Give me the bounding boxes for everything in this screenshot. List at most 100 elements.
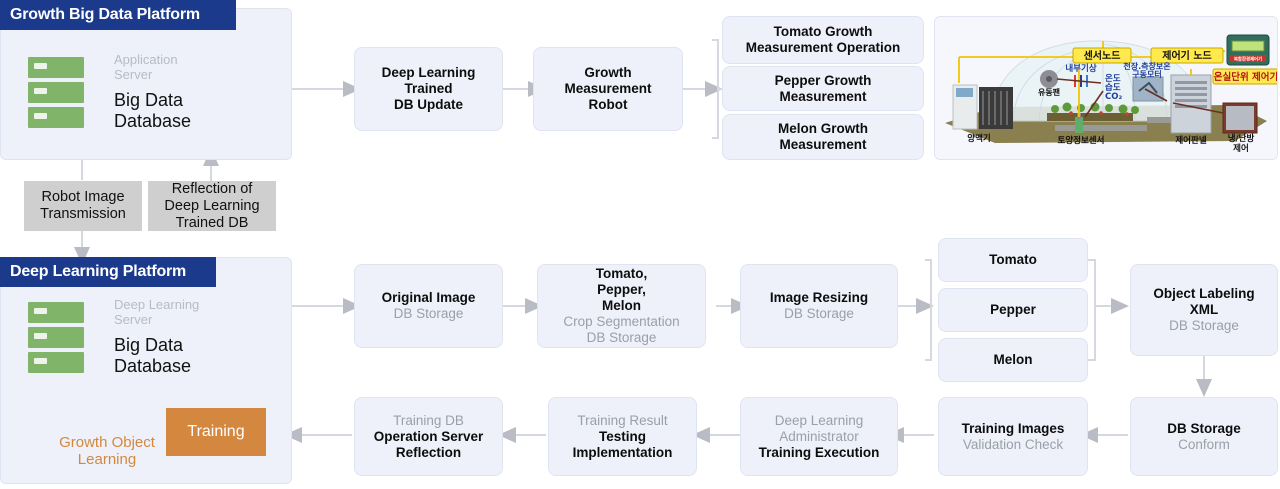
top-server-main-line1: Big Data — [114, 90, 184, 110]
box-line: Testing — [599, 428, 646, 444]
label-sensor-node: 센서노드 — [1084, 49, 1121, 62]
box-line: DB Storage — [784, 306, 854, 321]
label-nutrient-unit: 양액기 — [967, 133, 990, 144]
label-motor-line1: 천장.측창보온 — [1123, 61, 1171, 71]
box-line: Deep Learning — [381, 65, 476, 80]
box-training-images[interactable]: Training Images Validation Check — [938, 397, 1088, 476]
note-1-line1: Reflection of — [171, 180, 253, 197]
box-training-execution[interactable]: Deep Learning Administrator Training Exe… — [740, 397, 898, 476]
label-greenhouse-unit-controller: 온실단위 제어기 — [1214, 71, 1278, 83]
top-server-labels: Application Server Big Data Database — [114, 52, 191, 132]
dl-server-main-line2: Database — [114, 356, 192, 376]
box-line: DB Update — [393, 97, 463, 112]
box-line: Tomato, — [595, 266, 648, 281]
top-server-main-line2: Database — [114, 111, 192, 131]
box-line: Measurement — [779, 88, 867, 104]
box-deep-learning-trained-db-update[interactable]: Deep Learning Trained DB Update — [354, 47, 503, 131]
box-crop-melon[interactable]: Melon — [938, 338, 1088, 382]
box-line: DB Storage — [393, 306, 464, 321]
label-circulation-fan: 유동팬 — [1038, 87, 1060, 97]
label-co2: CO₂ — [1105, 92, 1122, 102]
box-image-resizing[interactable]: Image Resizing DB Storage — [740, 264, 898, 348]
server-unit — [28, 57, 84, 78]
server-unit — [28, 107, 84, 128]
box-line: Conform — [1178, 436, 1230, 452]
box-line: Training DB — [393, 412, 464, 428]
dl-server-main-line1: Big Data — [114, 335, 184, 355]
box-line: Melon — [602, 298, 641, 313]
box-pepper-growth-measurement[interactable]: Pepper Growth Measurement — [722, 66, 924, 111]
box-line: XML — [1189, 302, 1219, 317]
training-box[interactable]: Training — [166, 408, 266, 456]
box-melon-growth-measurement[interactable]: Melon Growth Measurement — [722, 114, 924, 160]
growth-label-line1: Growth Object — [59, 434, 155, 451]
box-original-image[interactable]: Original Image DB Storage — [354, 264, 503, 348]
box-line: Object Labeling — [1153, 286, 1255, 301]
note-0-line1: Robot Image — [41, 189, 125, 205]
deep-learning-platform-title: Deep Learning Platform — [10, 263, 187, 280]
server-unit — [28, 352, 84, 373]
box-line: Operation Server — [373, 428, 484, 444]
label-humidity: 습도 — [1105, 82, 1121, 93]
server-unit — [28, 327, 84, 348]
box-line: Crop Segmentation — [563, 314, 680, 329]
box-operation-server-reflection[interactable]: Training DB Operation Server Reflection — [354, 397, 503, 476]
box-line: DB Storage — [586, 330, 657, 345]
box-line: Pepper Growth — [774, 72, 872, 88]
box-line: Growth — [584, 65, 632, 80]
box-line: Trained — [404, 81, 453, 96]
box-line: Tomato — [989, 252, 1037, 267]
box-line: Implementation — [572, 444, 673, 460]
box-testing-implementation[interactable]: Training Result Testing Implementation — [548, 397, 697, 476]
growth-object-learning-label: Growth Object Learning — [42, 434, 172, 468]
box-line: Image Resizing — [769, 290, 869, 305]
server-unit — [28, 302, 84, 323]
label-cooling-heating-line1: 냉/난방 — [1228, 133, 1255, 144]
box-growth-measurement-robot[interactable]: Growth Measurement Robot — [533, 47, 683, 131]
note-robot-image-transmission: Robot Image Transmission — [24, 181, 142, 231]
box-line: Administrator — [779, 428, 859, 444]
box-crop-segmentation[interactable]: Tomato, Pepper, Melon Crop Segmentation … — [537, 264, 706, 348]
box-line: Deep Learning — [774, 412, 864, 428]
server-unit — [28, 82, 84, 103]
svg-text:복합환경제어기: 복합환경제어기 — [1234, 56, 1262, 63]
growth-big-data-platform-title: Growth Big Data Platform — [10, 6, 200, 23]
note-0-line2: Transmission — [40, 206, 126, 222]
greenhouse-illustration: 복합환경제어기 센서노드 제어기 노드 온실단위 제어기 — [934, 16, 1278, 160]
dl-server-sub-line1: Deep Learning — [114, 297, 200, 312]
box-line: Measurement — [779, 137, 867, 152]
box-line: Melon Growth — [778, 121, 868, 136]
box-line: Melon — [993, 352, 1033, 367]
label-internal-weather: 내부기상 — [1065, 63, 1096, 74]
note-1-line2: Deep Learning — [164, 197, 260, 214]
box-line: Measurement — [564, 81, 652, 96]
box-line: Training Result — [577, 412, 668, 428]
label-control-panel: 제어판넬 — [1175, 135, 1206, 146]
box-line: DB Storage — [1167, 420, 1241, 436]
box-line: Tomato Growth — [773, 24, 873, 39]
label-temperature: 온도 — [1105, 74, 1121, 84]
label-soil-sensor: 토양정보센서 — [1058, 135, 1105, 146]
box-tomato-growth-measurement-operation[interactable]: Tomato Growth Measurement Operation — [722, 16, 924, 64]
box-db-storage-conform[interactable]: DB Storage Conform — [1130, 397, 1278, 476]
box-line: Pepper — [990, 302, 1036, 317]
box-crop-pepper[interactable]: Pepper — [938, 288, 1088, 332]
box-line: Measurement Operation — [745, 40, 901, 55]
box-object-labeling-xml[interactable]: Object Labeling XML DB Storage — [1130, 264, 1278, 356]
box-line: Robot — [588, 97, 628, 112]
dl-server-sub-line2: Server — [114, 312, 153, 327]
box-line: DB Storage — [1169, 318, 1239, 333]
label-controller-node: 제어기 노드 — [1162, 49, 1211, 62]
box-line: Validation Check — [962, 436, 1064, 452]
training-label: Training — [187, 423, 245, 440]
label-motor-line2: 구동모터 — [1132, 69, 1161, 79]
growth-big-data-platform-header: Growth Big Data Platform — [0, 0, 236, 30]
label-cooling-heating-line2: 제어 — [1233, 143, 1249, 154]
top-server-sub-line2: Server — [114, 67, 153, 82]
note-reflection-trained-db: Reflection of Deep Learning Trained DB — [148, 181, 276, 231]
deep-learning-platform-header: Deep Learning Platform — [0, 257, 216, 287]
growth-label-line2: Learning — [77, 451, 137, 468]
box-crop-tomato[interactable]: Tomato — [938, 238, 1088, 282]
box-line: Reflection — [395, 444, 462, 460]
